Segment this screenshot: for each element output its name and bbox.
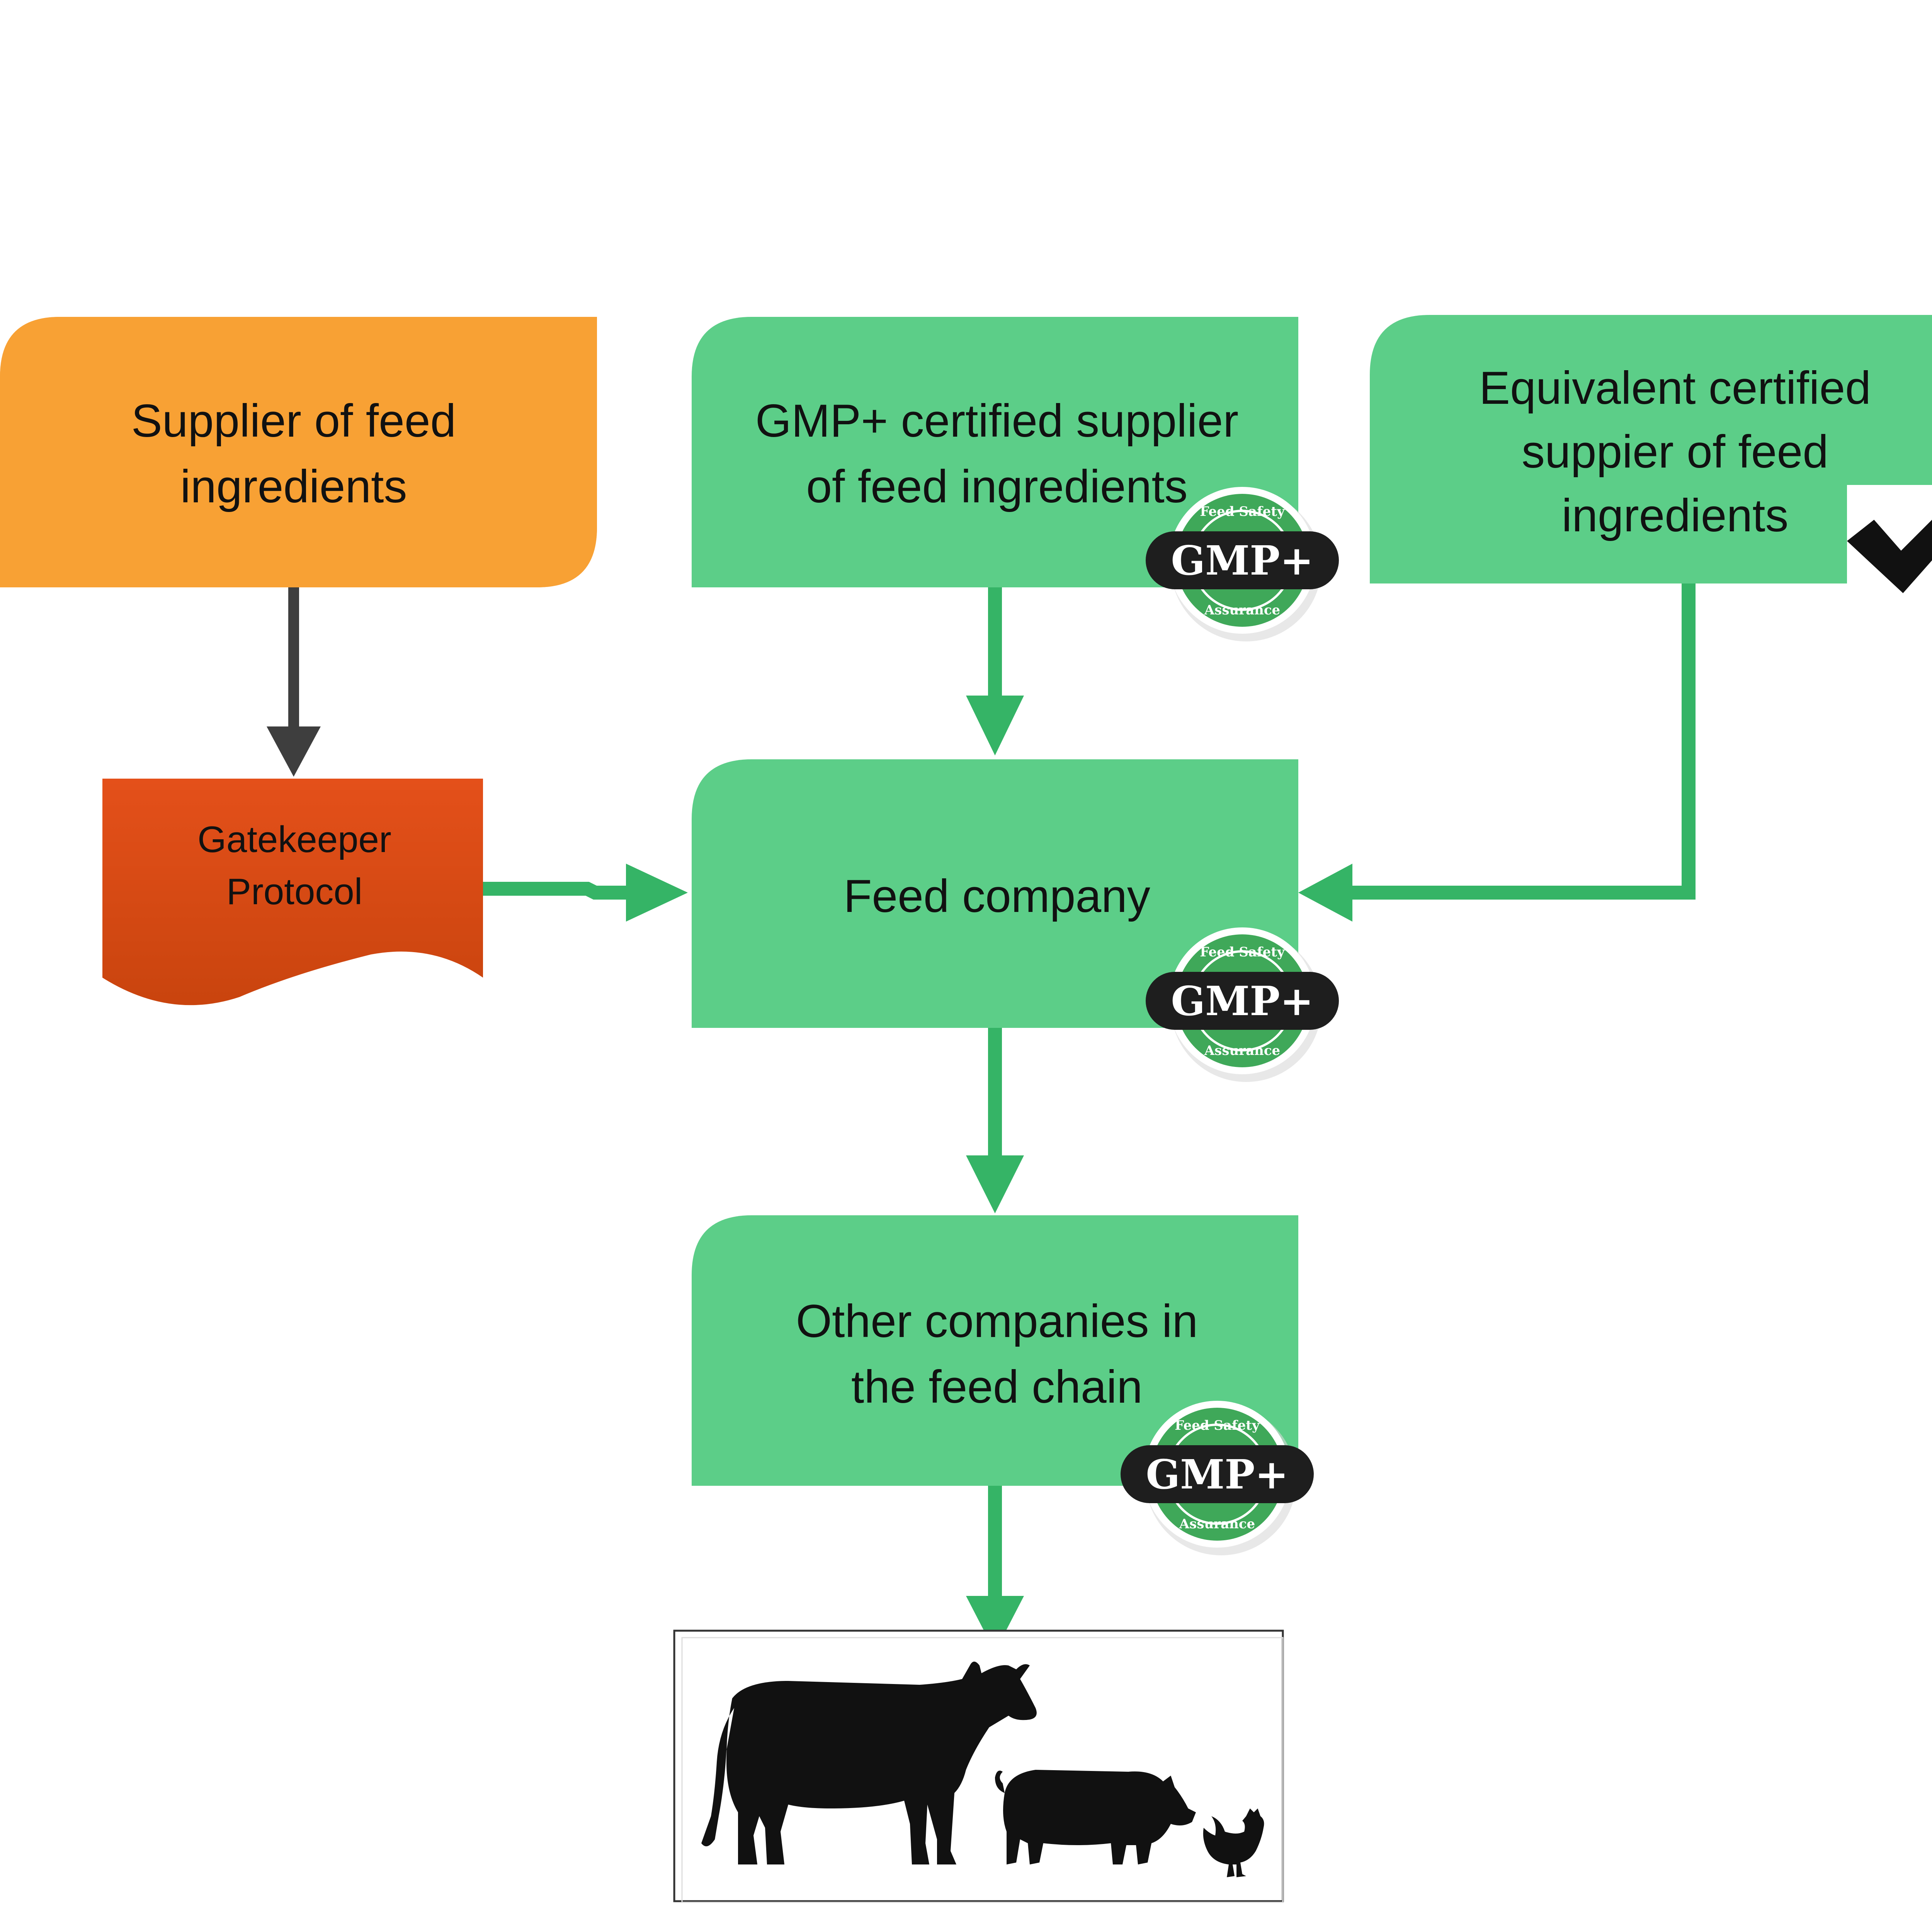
gatekeeper-label-line1: Gatekeeper (197, 819, 391, 860)
badge-top-text: Feed Safety (1200, 944, 1285, 960)
badge-bottom-text: Assurance (1204, 1043, 1280, 1058)
arrow-feed-company-to-other-companies (966, 1028, 1024, 1213)
chicken-icon (1203, 1808, 1264, 1877)
gmp-supplier-label-line2: of feed ingredients (806, 461, 1187, 512)
arrow-gmp-supplier-to-feed-company (966, 587, 1024, 755)
gmp-badge-icon: Feed Safety GMP+ Assurance (1146, 927, 1339, 1082)
supplier-box: Supplier of feed ingredients (0, 317, 597, 587)
arrow-gatekeeper-to-feed-company (472, 864, 688, 922)
badge-top-text: Feed Safety (1200, 504, 1285, 519)
badge-main-text: GMP+ (1171, 537, 1313, 584)
supplier-label-line2: ingredients (180, 461, 407, 512)
gatekeeper-protocol-box: Gatekeeper Protocol (102, 779, 483, 1005)
check-icon (1847, 520, 1932, 593)
animals-panel (673, 1630, 1284, 1903)
badge-bottom-text: Assurance (1204, 602, 1280, 618)
arrow-supplier-to-gatekeeper (267, 587, 321, 777)
gmp-supplier-box: GMP+ certified supplier of feed ingredie… (692, 317, 1298, 587)
badge-top-text: Feed Safety (1175, 1418, 1260, 1433)
gatekeeper-label-line2: Protocol (226, 871, 362, 912)
other-companies-box: Other companies in the feed chain (692, 1215, 1298, 1486)
equivalent-label-line3: ingredients (1561, 490, 1788, 541)
badge-bottom-text: Assurance (1179, 1516, 1255, 1532)
equivalent-label-line1: Equivalent certified (1479, 362, 1871, 414)
other-companies-label-line1: Other companies in (796, 1295, 1198, 1347)
badge-main-text: GMP+ (1171, 977, 1313, 1025)
arrow-other-companies-to-animals (966, 1484, 1024, 1652)
gmp-supplier-label-line1: GMP+ certified supplier (755, 395, 1239, 447)
pig-icon (995, 1770, 1196, 1864)
equivalent-label-line2: suppier of feed (1522, 426, 1828, 478)
cow-icon (701, 1662, 1037, 1864)
other-companies-label-line2: the feed chain (851, 1361, 1143, 1413)
badge-main-text: GMP+ (1146, 1451, 1288, 1498)
equivalent-supplier-box: Equivalent certified suppier of feed ing… (1370, 315, 1932, 583)
supplier-label-line1: Supplier of feed (131, 395, 456, 447)
gmp-badge-icon: Feed Safety GMP+ Assurance (1146, 487, 1339, 641)
arrow-equivalent-to-feed-company (1298, 583, 1696, 922)
feed-company-box: Feed company (692, 759, 1298, 1028)
feed-company-label: Feed company (844, 870, 1150, 922)
gmp-badge-icon: Feed Safety GMP+ Assurance (1121, 1401, 1314, 1555)
